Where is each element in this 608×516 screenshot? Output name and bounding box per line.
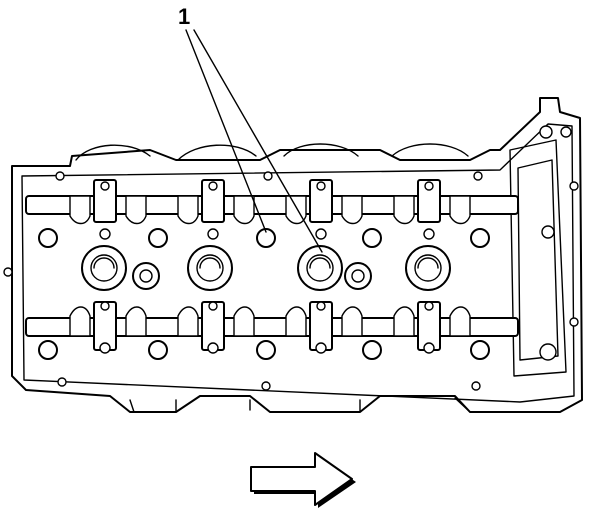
intake-cam-lobes: [69, 195, 471, 225]
callout-1-label: 1: [178, 4, 190, 29]
exhaust-cam-lobes: [69, 306, 471, 337]
direction-arrow-icon: [250, 452, 356, 508]
exhaust-bearing-caps: [93, 301, 441, 354]
intake-bearing-caps: [93, 179, 441, 240]
spark-plug-bores: [81, 245, 451, 291]
timing-end-plate: [509, 125, 579, 377]
head-bolts: [3, 171, 490, 391]
callout-1: 1: [178, 4, 323, 253]
